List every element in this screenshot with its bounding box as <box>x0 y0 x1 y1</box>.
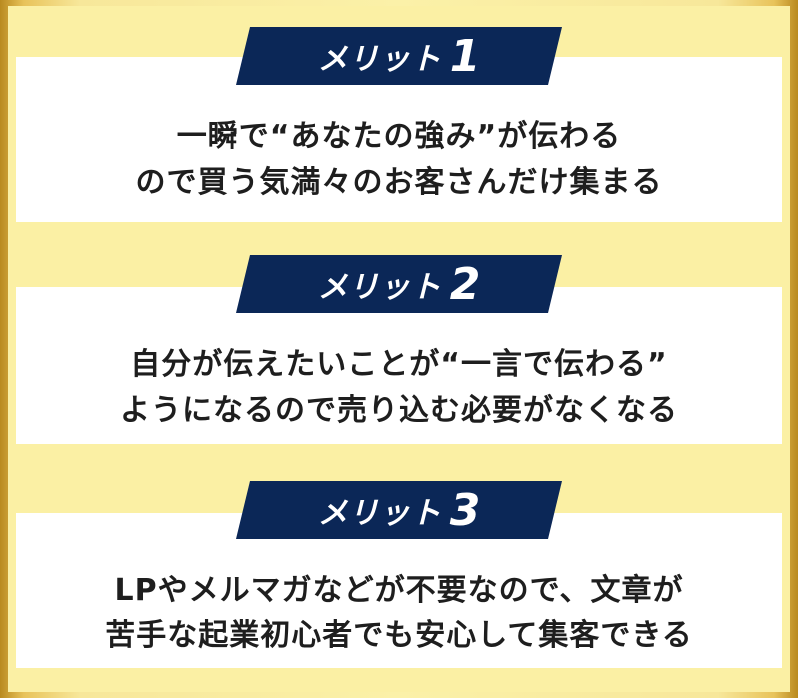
merit-badge-1: メリット 1 <box>236 27 562 85</box>
merit-card-2: 自分が伝えたいことが“一言で伝わる” ようになるので売り込む必要がなくなる <box>16 287 782 444</box>
merit-3-number: 3 <box>449 484 481 536</box>
merit-3-line-1: LPやメルマガなどが不要なので、文章が <box>114 573 684 608</box>
merit-1-number: 1 <box>449 30 481 82</box>
merit-badge-2: メリット 2 <box>236 255 562 313</box>
merit-3-label: メリット <box>317 496 442 531</box>
merit-2-line-1: 自分が伝えたいことが“一言で伝わる” <box>130 347 668 382</box>
merit-card-3: LPやメルマガなどが不要なので、文章が 苦手な起業初心者でも安心して集客できる <box>16 513 782 668</box>
merit-1-line-1: 一瞬で“あなたの強み”が伝わる <box>176 119 622 154</box>
merit-2-line-2: ようになるので売り込む必要がなくなる <box>120 393 678 428</box>
merit-3-line-2: 苦手な起業初心者でも安心して集客できる <box>105 618 693 653</box>
merit-badge-3: メリット 3 <box>236 481 562 539</box>
merit-1-label: メリット <box>317 42 442 77</box>
merit-2-number: 2 <box>449 258 481 310</box>
merit-2-label: メリット <box>317 270 442 305</box>
merit-1-line-2: ので買う気満々のお客さんだけ集まる <box>135 165 663 200</box>
